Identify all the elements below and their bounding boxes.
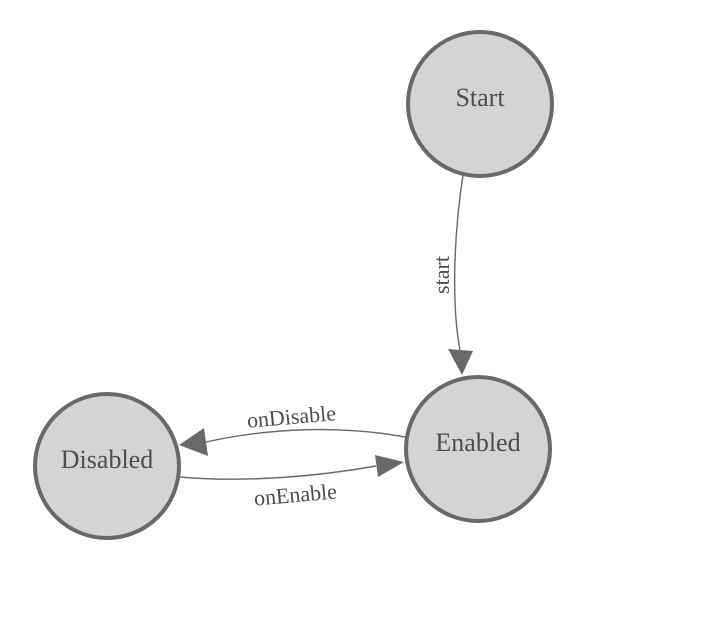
- edge-enabled-to-disabled: onDisable: [179, 400, 406, 456]
- start-node-circle[interactable]: [406, 30, 554, 178]
- enabled-node-circle[interactable]: [404, 375, 552, 523]
- state-node-enabled[interactable]: Enabled: [404, 375, 552, 523]
- edge-label-start: start: [429, 256, 454, 294]
- edge-line-onenable: [179, 465, 377, 480]
- edge-label-onenable: onEnable: [253, 478, 338, 510]
- edge-line-start: [453, 174, 464, 351]
- disabled-node-circle[interactable]: [33, 392, 181, 540]
- disabled-node-label: Disabled: [61, 445, 153, 474]
- arrowhead-into-disabled: [179, 428, 208, 456]
- state-node-disabled[interactable]: Disabled: [33, 392, 181, 540]
- enabled-node-label: Enabled: [435, 428, 520, 457]
- edge-disabled-to-enabled: onEnable: [179, 455, 404, 511]
- arrowhead-into-enabled-top: [448, 349, 473, 375]
- arrowhead-into-enabled-left: [375, 455, 404, 477]
- edge-label-ondisable: onDisable: [246, 400, 337, 433]
- state-node-start[interactable]: Start: [406, 30, 554, 178]
- start-node-label: Start: [455, 83, 505, 112]
- edge-start-to-enabled: start: [429, 174, 473, 375]
- edge-line-ondisable: [205, 428, 406, 443]
